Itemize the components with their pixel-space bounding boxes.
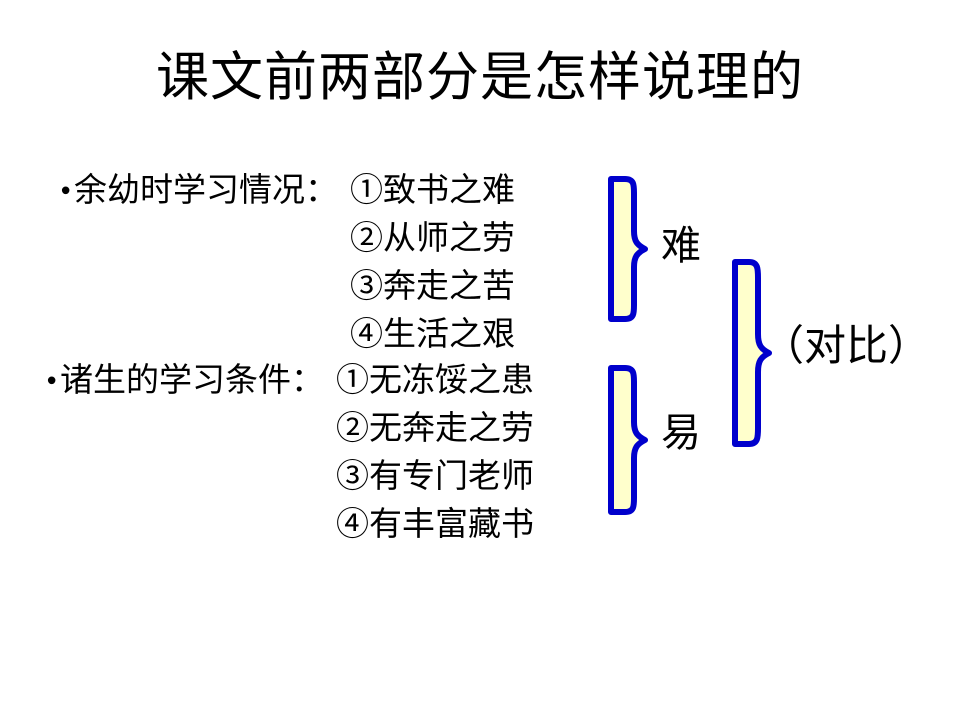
content-group-second: •诸生的学习条件： ①无冻馁之患 •诸生的学习条件： ②无奔走之劳 •诸生的学习… [44, 356, 534, 548]
page-title: 课文前两部分是怎样说理的 [156, 47, 804, 108]
group-item: ①无冻馁之患 [336, 360, 534, 399]
group-item: ②无奔走之劳 [336, 408, 534, 447]
list-item: •余幼时学习情况： ④生活之艰 [58, 310, 515, 358]
list-item: •诸生的学习条件： ③有专门老师 [44, 452, 534, 500]
list-item: •余幼时学习情况： ②从师之劳 [58, 214, 515, 262]
brace-contrast [729, 256, 775, 450]
list-item: •诸生的学习条件： ①无冻馁之患 [44, 356, 534, 404]
group-item: ②从师之劳 [350, 218, 515, 257]
brace-label-difficult: 难 [661, 223, 701, 269]
group-item: ①致书之难 [350, 170, 515, 209]
list-item: •余幼时学习情况： ①致书之难 [58, 166, 515, 214]
brace-label-contrast: （对比） [762, 321, 931, 370]
group-lead-label: 诸生的学习条件： [60, 360, 324, 399]
brace-difficult [605, 173, 651, 325]
bullet-icon: • [44, 367, 60, 397]
brace-difficult-shape [608, 176, 648, 322]
brace-easy-shape [608, 365, 648, 515]
brace-label-easy: 易 [661, 410, 701, 456]
group-item: ③有专门老师 [336, 456, 534, 495]
group-lead-line: •余幼时学习情况： [58, 166, 338, 214]
brace-contrast-shape [732, 259, 772, 447]
group-lead-label: 余幼时学习情况： [74, 170, 338, 209]
group-lead-line: •诸生的学习条件： [44, 356, 324, 404]
bullet-icon: • [58, 177, 74, 207]
group-item: ③奔走之苦 [350, 266, 515, 305]
content-group-first: •余幼时学习情况： ①致书之难 •余幼时学习情况： ②从师之劳 •余幼时学习情况… [58, 166, 515, 358]
list-item: •诸生的学习条件： ④有丰富藏书 [44, 500, 534, 548]
group-item: ④生活之艰 [350, 314, 515, 353]
brace-easy [605, 362, 651, 518]
list-item: •余幼时学习情况： ③奔走之苦 [58, 262, 515, 310]
group-item: ④有丰富藏书 [336, 504, 534, 543]
list-item: •诸生的学习条件： ②无奔走之劳 [44, 404, 534, 452]
